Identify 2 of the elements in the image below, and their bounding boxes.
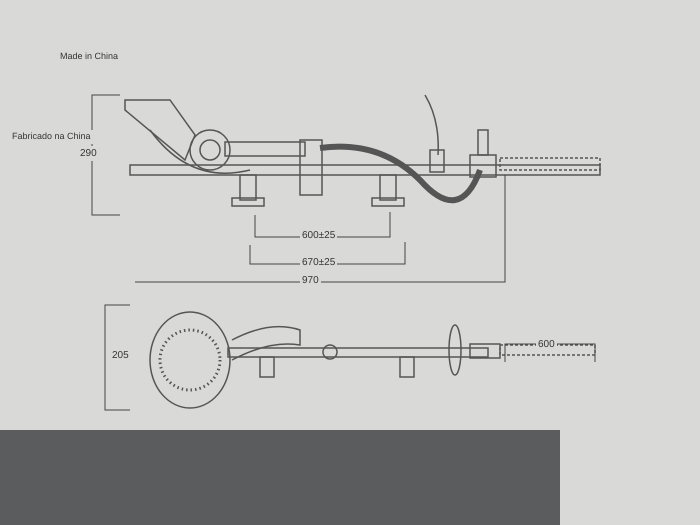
note-text: Fabricado na China: [10, 130, 93, 144]
dimension-label: 290: [78, 146, 99, 161]
